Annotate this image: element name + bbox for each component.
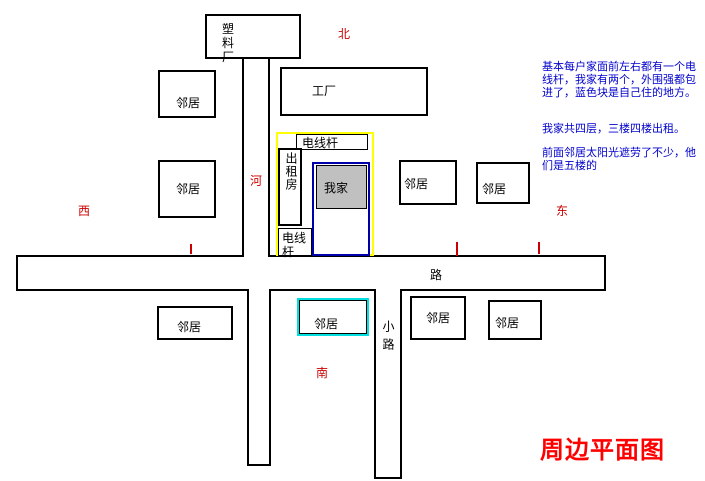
plastic-factory-label: 塑料厂	[222, 22, 235, 64]
main-road-label: 路	[430, 268, 443, 282]
neighbor-label: 邻居	[314, 317, 339, 331]
note-2: 我家共四层，三楼四楼出租。	[542, 122, 685, 135]
junction-gap-lane	[376, 288, 400, 292]
river-channel	[242, 57, 270, 257]
utility-pole-bottom	[278, 228, 312, 256]
utility-pole-label: 电线杆	[282, 231, 307, 259]
south-road-west	[247, 289, 271, 466]
rental-house	[278, 148, 302, 226]
neighbor-right-2	[476, 162, 530, 204]
diagram-title: 周边平面图	[540, 435, 665, 464]
river-label: 河	[250, 174, 263, 188]
neighbor-label: 邻居	[426, 311, 451, 325]
neighbor-label: 邻居	[177, 320, 202, 334]
neighbor-label: 邻居	[176, 96, 201, 110]
junction-gap-south	[249, 288, 269, 292]
neighbor-label: 邻居	[482, 182, 507, 196]
neighbor-label: 邻居	[176, 182, 201, 196]
red-pole-mark-3	[538, 242, 540, 254]
small-lane	[374, 289, 402, 479]
utility-pole-top	[296, 134, 368, 150]
utility-pole-label: 电线杆	[302, 136, 339, 150]
neighbor-mid-left	[158, 160, 216, 218]
factory-label: 工厂	[312, 84, 337, 98]
main-road	[16, 255, 606, 291]
south-label: 南	[316, 366, 329, 380]
red-pole-mark-1	[190, 244, 192, 254]
north-label: 北	[338, 27, 351, 41]
east-label: 东	[556, 204, 569, 218]
neighbor-south-3	[488, 300, 542, 340]
neighbor-right-1	[399, 160, 457, 205]
junction-gap-north	[244, 254, 268, 258]
my-home-outline	[312, 162, 370, 256]
neighbor-label: 邻居	[404, 177, 429, 191]
neighbor-south-1	[157, 306, 233, 340]
neighbor-top-left	[158, 70, 216, 118]
neighbor-south-2	[410, 296, 466, 340]
neighbor-south-cyan-inner	[299, 300, 367, 334]
note-3: 前面邻居太阳光遮劳了不少，他们是五楼的	[542, 146, 696, 172]
plastic-factory	[205, 14, 301, 59]
my-home-block	[316, 165, 367, 209]
factory	[280, 67, 428, 116]
west-label: 西	[78, 204, 91, 218]
small-lane-label: 小路	[381, 320, 395, 356]
my-home-label: 我家	[324, 181, 349, 195]
neighbor-label: 邻居	[495, 316, 520, 330]
red-pole-mark-2	[456, 242, 458, 256]
rental-house-label: 出租房	[284, 152, 298, 191]
neighbor-south-cyan	[297, 298, 369, 336]
note-1: 基本每户家面前左右都有一个电线杆，我家有两个，外围强都包进了，蓝色块是自己住的地…	[542, 60, 696, 99]
